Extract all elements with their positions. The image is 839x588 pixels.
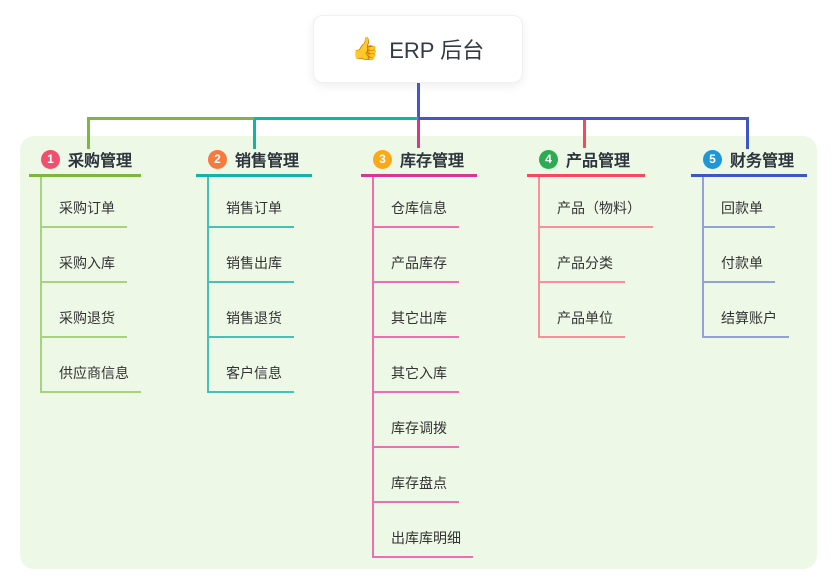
child-node[interactable]: 销售订单 xyxy=(209,177,312,228)
branch-number-badge: 5 xyxy=(703,149,722,169)
child-label: 销售出库 xyxy=(209,253,294,283)
connector-trunk-left-teal xyxy=(254,117,418,120)
child-node[interactable]: 产品库存 xyxy=(374,228,477,283)
child-label: 回款单 xyxy=(704,198,775,228)
branch-node[interactable]: 5 财务管理 xyxy=(691,144,807,177)
child-label: 采购订单 xyxy=(42,198,127,228)
child-label: 产品分类 xyxy=(540,253,625,283)
child-node[interactable]: 出库库明细 xyxy=(374,503,477,558)
child-node[interactable]: 供应商信息 xyxy=(42,338,141,393)
branch-label: 库存管理 xyxy=(400,153,465,170)
branch-label: 销售管理 xyxy=(235,153,300,170)
branch-number-badge: 3 xyxy=(373,149,392,169)
child-node[interactable]: 付款单 xyxy=(704,228,807,283)
child-label: 仓库信息 xyxy=(374,198,459,228)
child-label: 其它出库 xyxy=(374,308,459,338)
mindmap-panel xyxy=(20,136,817,569)
branch-3: 3 库存管理 仓库信息 产品库存 其它出库 其它入库 库存调拨 库存盘点 出库库… xyxy=(361,144,477,558)
child-label: 付款单 xyxy=(704,253,775,283)
branch-children: 仓库信息 产品库存 其它出库 其它入库 库存调拨 库存盘点 出库库明细 xyxy=(372,177,477,558)
branch-children: 产品（物料） 产品分类 产品单位 xyxy=(538,177,653,338)
child-label: 产品库存 xyxy=(374,253,459,283)
branch-number-badge: 2 xyxy=(208,149,227,169)
child-node[interactable]: 产品单位 xyxy=(540,283,645,338)
branch-5: 5 财务管理 回款单 付款单 结算账户 xyxy=(691,144,807,338)
branch-2: 2 销售管理 销售订单 销售出库 销售退货 客户信息 xyxy=(196,144,312,393)
child-node[interactable]: 客户信息 xyxy=(209,338,312,393)
connector-drop-4 xyxy=(583,120,586,148)
child-node[interactable]: 采购订单 xyxy=(42,177,141,228)
branch-node[interactable]: 1 采购管理 xyxy=(29,144,141,177)
child-node[interactable]: 销售出库 xyxy=(209,228,312,283)
connector-drop-2 xyxy=(253,120,256,149)
connector-root-stem xyxy=(417,83,420,119)
branch-1: 1 采购管理 采购订单 采购入库 采购退货 供应商信息 xyxy=(29,144,141,393)
child-node[interactable]: 结算账户 xyxy=(704,283,807,338)
child-label: 结算账户 xyxy=(704,308,789,338)
thumbs-up-icon: 👍 xyxy=(351,36,380,61)
child-node[interactable]: 采购退货 xyxy=(42,283,141,338)
branch-4: 4 产品管理 产品（物料） 产品分类 产品单位 xyxy=(527,144,653,338)
child-node[interactable]: 产品（物料） xyxy=(540,177,653,228)
connector-drop-1 xyxy=(87,120,90,149)
root-node-erp[interactable]: 👍 ERP 后台 xyxy=(313,15,523,83)
child-label: 销售退货 xyxy=(209,308,294,338)
connector-drop-3 xyxy=(417,120,420,148)
branch-children: 销售订单 销售出库 销售退货 客户信息 xyxy=(207,177,312,393)
child-node[interactable]: 销售退货 xyxy=(209,283,312,338)
child-label: 销售订单 xyxy=(209,198,294,228)
branch-number-badge: 4 xyxy=(539,149,558,169)
child-label: 采购退货 xyxy=(42,308,127,338)
branch-node[interactable]: 3 库存管理 xyxy=(361,144,477,177)
child-label: 库存盘点 xyxy=(374,473,459,503)
child-node[interactable]: 回款单 xyxy=(704,177,807,228)
branch-children: 采购订单 采购入库 采购退货 供应商信息 xyxy=(40,177,141,393)
child-node[interactable]: 仓库信息 xyxy=(374,177,477,228)
branch-label: 采购管理 xyxy=(68,153,133,170)
child-label: 库存调拨 xyxy=(374,418,459,448)
child-label: 其它入库 xyxy=(374,363,459,393)
child-node[interactable]: 采购入库 xyxy=(42,228,141,283)
child-node[interactable]: 库存盘点 xyxy=(374,448,477,503)
child-label: 产品（物料） xyxy=(540,198,653,228)
child-node[interactable]: 其它出库 xyxy=(374,283,477,338)
child-node[interactable]: 其它入库 xyxy=(374,338,477,393)
child-label: 产品单位 xyxy=(540,308,625,338)
branch-label: 财务管理 xyxy=(730,153,795,170)
branch-node[interactable]: 4 产品管理 xyxy=(527,144,645,177)
child-node[interactable]: 产品分类 xyxy=(540,228,645,283)
branch-node[interactable]: 2 销售管理 xyxy=(196,144,312,177)
branch-label: 产品管理 xyxy=(566,153,631,170)
child-label: 出库库明细 xyxy=(374,528,473,558)
child-label: 供应商信息 xyxy=(42,363,141,393)
child-label: 采购入库 xyxy=(42,253,127,283)
connector-drop-5 xyxy=(746,120,749,149)
branch-children: 回款单 付款单 结算账户 xyxy=(702,177,807,338)
connector-trunk-right-blue xyxy=(418,117,749,120)
connector-trunk-left-green xyxy=(87,117,254,120)
child-node[interactable]: 库存调拨 xyxy=(374,393,477,448)
branch-number-badge: 1 xyxy=(41,149,60,169)
child-label: 客户信息 xyxy=(209,363,294,393)
root-node-label: ERP 后台 xyxy=(389,38,485,63)
